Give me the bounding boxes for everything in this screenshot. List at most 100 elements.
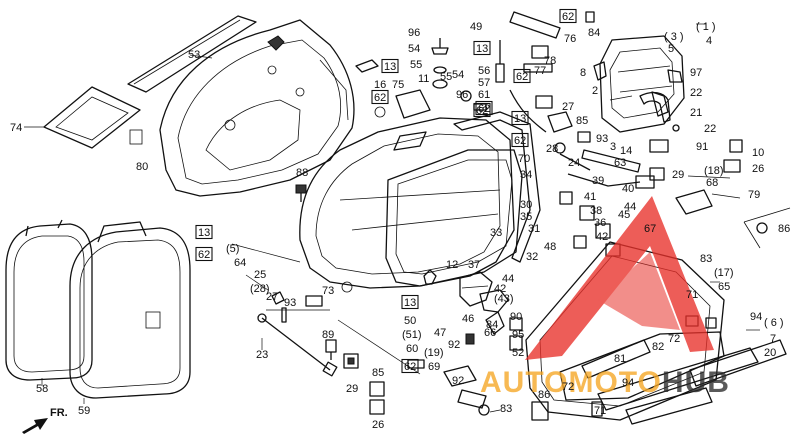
callout-label: 22 bbox=[690, 87, 702, 99]
callout-label: 84 bbox=[588, 27, 600, 39]
callout-label: 13 bbox=[476, 43, 488, 55]
callout-label: 67 bbox=[644, 223, 656, 235]
callout-box bbox=[511, 132, 529, 148]
latch-27 bbox=[547, 111, 591, 143]
watermark-auto: AUTO bbox=[480, 366, 568, 399]
screw-86 bbox=[743, 207, 791, 249]
callout-label: 23 bbox=[256, 349, 268, 361]
callout-label: 46 bbox=[462, 313, 474, 325]
saddlebag-center-body bbox=[299, 117, 515, 289]
callout-label: 5 bbox=[668, 43, 674, 55]
callout-label: 79 bbox=[748, 189, 760, 201]
callout-label: 80 bbox=[136, 161, 148, 173]
rod-assembly bbox=[257, 291, 338, 377]
callout-label: 56 bbox=[478, 65, 490, 77]
callout-label: 92 bbox=[452, 375, 464, 387]
callout-label: (28) bbox=[250, 283, 270, 295]
callout-label: 48 bbox=[544, 241, 556, 253]
callout-label: 78 bbox=[544, 55, 556, 67]
callout-label: 62 bbox=[514, 135, 526, 147]
callout-label: 62 bbox=[562, 11, 574, 23]
callout-label: 90 bbox=[510, 311, 522, 323]
washer-stack bbox=[431, 38, 449, 89]
callout-label: 42 bbox=[596, 231, 608, 243]
callout-label: 62 bbox=[516, 71, 528, 83]
callout-label: 74 bbox=[10, 122, 22, 134]
callout-label: 25 bbox=[254, 269, 266, 281]
callout-label: 41 bbox=[584, 191, 596, 203]
lid-rim bbox=[453, 111, 541, 263]
callout-box bbox=[401, 358, 419, 374]
callout-label: 89 bbox=[322, 329, 334, 341]
bumper-pair bbox=[369, 381, 385, 415]
opening-gasket-frame bbox=[385, 149, 523, 287]
saddlebag-58 bbox=[5, 219, 93, 386]
callout-label: 13 bbox=[404, 297, 416, 309]
callout-label: 81 bbox=[614, 353, 626, 365]
bolt-part bbox=[295, 184, 307, 202]
grommet-75 bbox=[355, 59, 379, 73]
callout-label: 37 bbox=[468, 259, 480, 271]
callout-label: 7 bbox=[770, 333, 776, 345]
callout-label: 68 bbox=[706, 177, 718, 189]
callout-label: 28 bbox=[546, 143, 558, 155]
callout-label: (5) bbox=[226, 243, 239, 255]
front-direction-arrow-icon bbox=[22, 418, 48, 434]
callout-label: 2 bbox=[592, 85, 598, 97]
callout-label: 71 bbox=[594, 405, 606, 417]
callout-label: (18) bbox=[704, 165, 724, 177]
callout-label: 44 bbox=[624, 201, 636, 213]
callout-label: 21 bbox=[690, 107, 702, 119]
callout-label: 50 bbox=[404, 315, 416, 327]
watermark-triangle-icon bbox=[525, 196, 714, 360]
callout-label: 12 bbox=[446, 259, 458, 271]
callout-label: 97 bbox=[690, 67, 702, 79]
watermark-hub: HUB bbox=[662, 366, 730, 399]
callout-label: 93 bbox=[284, 297, 296, 309]
callout-label: 8 bbox=[580, 67, 586, 79]
callout-label: 91 bbox=[696, 141, 708, 153]
callout-label: 96 bbox=[456, 89, 468, 101]
bracket-11 bbox=[374, 89, 431, 119]
callout-label: 62 bbox=[198, 249, 210, 261]
callout-label: 40 bbox=[622, 183, 634, 195]
callout-label: 26 bbox=[372, 419, 384, 431]
callout-label: 38 bbox=[590, 205, 602, 217]
callout-label: 62 bbox=[404, 361, 416, 373]
callout-label: ( 6 ) bbox=[764, 317, 784, 329]
latch-assembly bbox=[341, 269, 523, 351]
parts-artwork bbox=[5, 11, 791, 425]
callout-label: 75 bbox=[392, 79, 404, 91]
callout-label: 76 bbox=[564, 33, 576, 45]
callout-label: 62 bbox=[478, 103, 490, 115]
callout-label: ( 1 ) bbox=[696, 21, 716, 33]
watermark-moto: MOTO bbox=[568, 366, 661, 399]
callout-label: 94 bbox=[750, 311, 762, 323]
callout-label: 55 bbox=[440, 71, 452, 83]
clip-fasteners-lower bbox=[325, 339, 359, 369]
callout-label: 94 bbox=[622, 377, 634, 389]
callout-label: 82 bbox=[652, 341, 664, 353]
callout-label: 26 bbox=[752, 163, 764, 175]
callout-label: 44 bbox=[502, 273, 514, 285]
saddlebag-59 bbox=[69, 221, 191, 404]
callout-label: 30 bbox=[520, 199, 532, 211]
callout-label: 29 bbox=[346, 383, 358, 395]
callout-label: 47 bbox=[434, 327, 446, 339]
callout-label: 77 bbox=[534, 65, 546, 77]
callout-label: 33 bbox=[490, 227, 502, 239]
callout-label: 45 bbox=[618, 209, 630, 221]
callout-box bbox=[559, 8, 577, 24]
callout-label: 34 bbox=[520, 169, 532, 181]
callout-label: 86 bbox=[538, 389, 550, 401]
lamp-housing bbox=[593, 35, 685, 133]
callout-label: 35 bbox=[520, 211, 532, 223]
callout-label: 92 bbox=[448, 339, 460, 351]
callout-label: 62 bbox=[374, 92, 386, 104]
callout-label: (17) bbox=[714, 267, 734, 279]
callout-label: ( 3 ) bbox=[664, 31, 684, 43]
callout-label: 88 bbox=[296, 167, 308, 179]
callout-label: 93 bbox=[596, 133, 608, 145]
trim-strip-lower bbox=[581, 315, 759, 425]
